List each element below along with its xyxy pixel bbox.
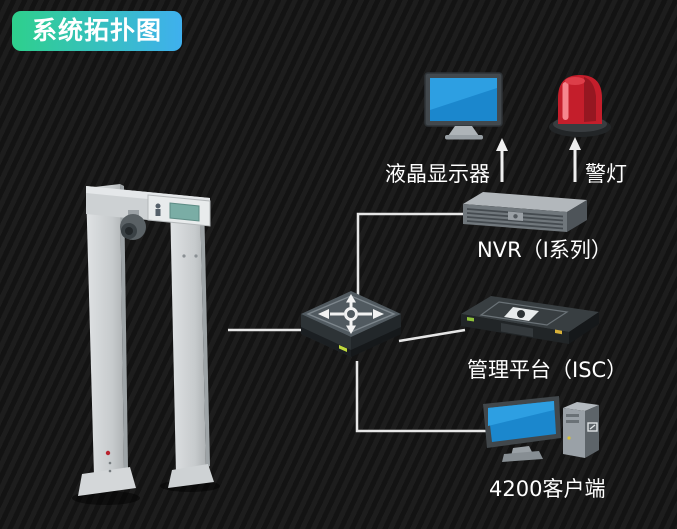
arrow-to-monitor-head: [496, 138, 508, 151]
alarm-light-icon: [549, 75, 611, 137]
client-label: 4200客户端: [489, 477, 606, 501]
network-switch-icon: [301, 291, 401, 357]
client-pc-device: [483, 396, 601, 470]
monitor-label: 液晶显示器: [385, 162, 490, 186]
arrow-to-alarm-head: [569, 137, 581, 150]
server-platform-icon: [461, 296, 599, 344]
lcd-monitor-device: [424, 72, 504, 144]
title-badge: 系统拓扑图: [12, 11, 183, 51]
desktop-pc-icon: [483, 396, 599, 462]
security-gate-icon: [72, 184, 220, 505]
lcd-monitor-icon: [424, 72, 503, 140]
network-switch-device: [301, 291, 401, 370]
wire-switch-to-client: [355, 361, 488, 433]
wire-switch-to-isc: [398, 328, 466, 343]
management-platform-device: [461, 296, 601, 362]
nvr-label: NVR（I系列）: [477, 238, 612, 262]
isc-label: 管理平台（ISC）: [467, 358, 628, 382]
alarm-label: 警灯: [585, 162, 627, 186]
nvr-device: [461, 190, 597, 244]
wire-switch-to-nvr: [356, 212, 466, 296]
nvr-recorder-icon: [463, 192, 587, 232]
alarm-light-device: [546, 70, 614, 142]
security-gate-device: [58, 168, 244, 516]
